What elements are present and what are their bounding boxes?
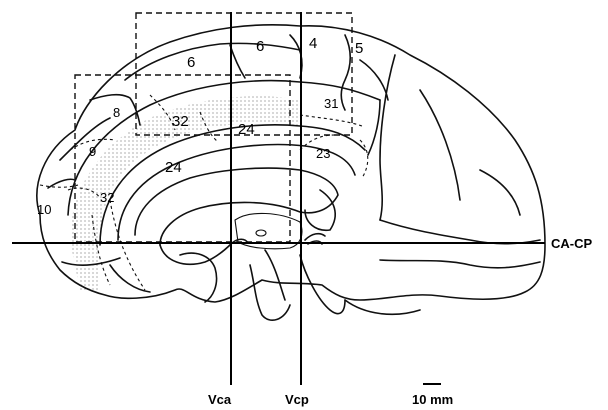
callosal-sulcus [99, 124, 366, 246]
area-boundary-23 [359, 139, 369, 179]
area-boundary-8-9 [69, 138, 116, 151]
cingulate-sulcus [67, 79, 381, 216]
marginal-ramus [340, 34, 352, 111]
area-label-32-lower: 32 [100, 190, 114, 205]
vcp-label: Vcp [285, 392, 309, 407]
area-label-5: 5 [355, 40, 363, 57]
frontal-gyrus-line-3 [89, 93, 141, 126]
area-boundary-32-24 [199, 111, 219, 143]
calcarine-sulcus [379, 219, 541, 245]
area-label-23: 23 [316, 146, 330, 161]
corpus-callosum-upper [117, 143, 356, 241]
area-boundary-24-31 [299, 114, 363, 127]
splenium [304, 189, 336, 232]
area-boundary-inner [109, 199, 146, 291]
area-boundary-32-lower [67, 187, 101, 199]
parietal-line-1 [367, 99, 381, 156]
area-label-32-upper: 32 [172, 113, 189, 130]
occipital-tip-line [479, 169, 521, 216]
frontal-gyrus-line-2 [47, 178, 76, 189]
area-boundary-24-23 [299, 134, 336, 151]
brain-outline [36, 24, 546, 303]
area-label-4: 4 [309, 35, 317, 52]
ca-cp-label: CA-CP [551, 236, 592, 251]
area-label-24-lower: 24 [165, 159, 182, 176]
brainstem-left [264, 249, 286, 301]
scale-bar-label: 10 mm [412, 392, 453, 407]
area-label-24-upper: 24 [238, 121, 255, 138]
frontal-gyrus-line-1 [59, 117, 111, 161]
lingual-line [379, 259, 541, 269]
parieto-occipital-sulcus [379, 54, 396, 221]
cerebellum-line [344, 299, 421, 316]
vca-label: Vca [208, 392, 232, 407]
corpus-callosum-lower [134, 167, 339, 246]
fornix [159, 242, 233, 266]
brainstem-right [299, 254, 346, 315]
area-label-8: 8 [113, 105, 120, 120]
hippocampal-line [249, 264, 291, 321]
stippled-cingulate-region [70, 96, 300, 290]
area-label-31: 31 [324, 96, 338, 111]
paracentral-line [229, 44, 246, 79]
cuneus-line [419, 89, 461, 201]
area-label-9: 9 [89, 144, 96, 159]
area-label-6a: 6 [187, 54, 195, 71]
inferior-frontal-line [61, 257, 121, 267]
temporal-pole-line [179, 252, 218, 303]
area-label-6b: 6 [256, 38, 264, 55]
dashed-box-upper [135, 12, 353, 136]
area-label-10: 10 [37, 202, 51, 217]
dashed-box-lower [74, 74, 291, 243]
precuneus-line [359, 59, 389, 101]
interthalamic-adhesion [255, 229, 267, 237]
orbital-line [109, 264, 151, 293]
area-boundary-lower-frontal [91, 214, 111, 286]
superior-frontal-gyrus [124, 42, 301, 81]
